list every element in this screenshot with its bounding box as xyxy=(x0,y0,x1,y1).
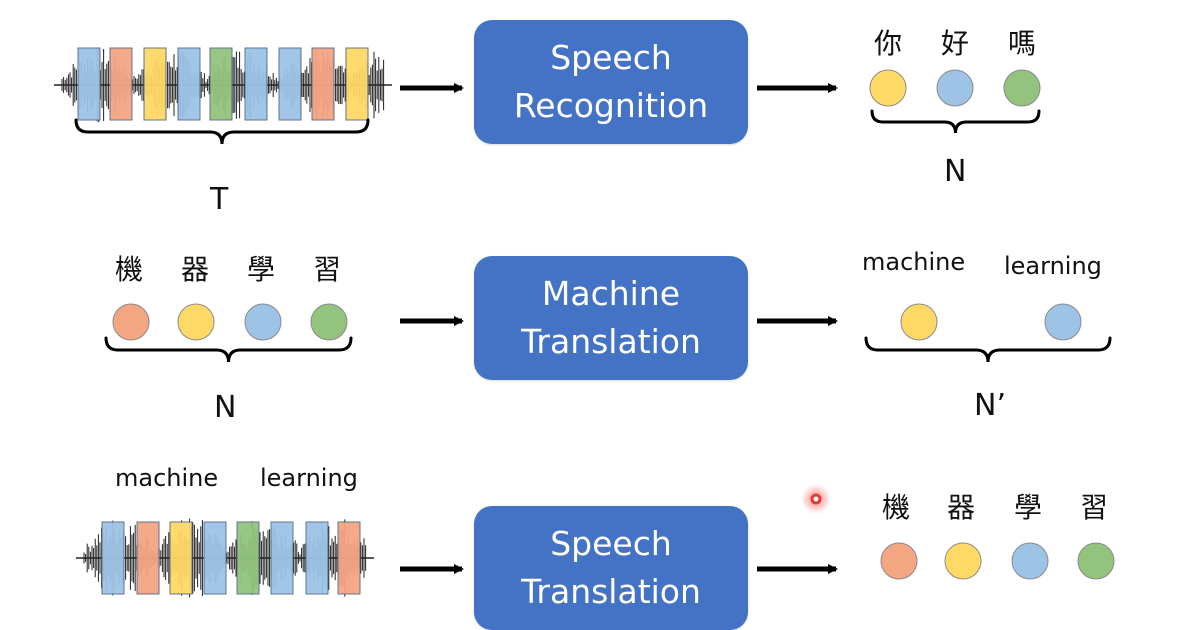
output-word-machine: machine xyxy=(862,248,966,276)
acoustic-frame-6 xyxy=(270,521,294,595)
laser-pointer-dot xyxy=(810,493,822,505)
output-word-dot-2 xyxy=(1044,303,1082,341)
output-token-dot-3 xyxy=(1003,69,1041,107)
acoustic-frame-3 xyxy=(169,521,193,595)
task-label-line2: Translation xyxy=(521,572,701,611)
output-token-dot-2 xyxy=(936,69,974,107)
output-token-xi: 習 xyxy=(1080,491,1109,524)
acoustic-frame-2 xyxy=(136,521,160,595)
output-token-dot-4 xyxy=(1077,542,1115,580)
task-label-line2: Translation xyxy=(521,322,701,361)
task-label-line2: Recognition xyxy=(513,86,709,125)
acoustic-frame-8 xyxy=(337,521,361,595)
output-brace xyxy=(864,336,1112,363)
acoustic-frame-7 xyxy=(278,47,302,121)
input-word-learning: learning xyxy=(260,464,358,492)
output-token-dot-3 xyxy=(1011,542,1049,580)
input-token-qi: 器 xyxy=(181,253,210,286)
output-token-ji: 機 xyxy=(882,491,911,524)
output-token-ma: 嗎 xyxy=(1008,27,1037,60)
output-brace xyxy=(870,109,1041,134)
output-token-hao: 好 xyxy=(941,27,970,60)
acoustic-frame-5 xyxy=(236,521,260,595)
input-brace xyxy=(104,336,353,363)
task-label-line1: Machine xyxy=(541,274,681,313)
output-word-learning: learning xyxy=(1004,252,1102,280)
output-token-qi: 器 xyxy=(947,491,976,524)
acoustic-frame-8 xyxy=(311,47,335,121)
acoustic-frame-6 xyxy=(244,47,268,121)
acoustic-frame-3 xyxy=(143,47,167,121)
input-length-label-t: T xyxy=(210,182,229,217)
output-token-dot-1 xyxy=(869,69,907,107)
input-token-dot-1 xyxy=(112,303,150,341)
input-token-xue: 學 xyxy=(247,253,276,286)
acoustic-frame-1 xyxy=(77,47,101,121)
machine-translation-box: Machine Translation xyxy=(474,256,748,380)
speech-translation-box: Speech Translation xyxy=(474,506,748,630)
output-token-ni: 你 xyxy=(874,27,903,60)
input-length-label-n: N xyxy=(214,390,237,425)
input-token-ji: 機 xyxy=(115,253,144,286)
acoustic-frame-4 xyxy=(203,521,227,595)
output-word-dot-1 xyxy=(900,303,938,341)
input-token-dot-3 xyxy=(244,303,282,341)
output-length-label-n: N xyxy=(944,154,967,189)
input-token-dot-2 xyxy=(177,303,215,341)
acoustic-frame-4 xyxy=(177,47,201,121)
input-token-xi: 習 xyxy=(313,253,342,286)
output-length-label-n-prime: N’ xyxy=(974,388,1006,423)
acoustic-frame-2 xyxy=(109,47,133,121)
acoustic-frame-9 xyxy=(345,47,369,121)
speech-recognition-box: Speech Recognition xyxy=(474,20,748,144)
input-token-dot-4 xyxy=(310,303,348,341)
output-token-xue: 學 xyxy=(1014,491,1043,524)
output-token-dot-2 xyxy=(944,542,982,580)
acoustic-frame-7 xyxy=(305,521,329,595)
task-label-line1: Speech xyxy=(550,524,672,563)
input-brace xyxy=(74,118,370,145)
output-token-dot-1 xyxy=(880,542,918,580)
task-label-line1: Speech xyxy=(550,38,672,77)
acoustic-frame-1 xyxy=(101,521,125,595)
input-word-machine: machine xyxy=(115,464,219,492)
acoustic-frame-5 xyxy=(209,47,233,121)
